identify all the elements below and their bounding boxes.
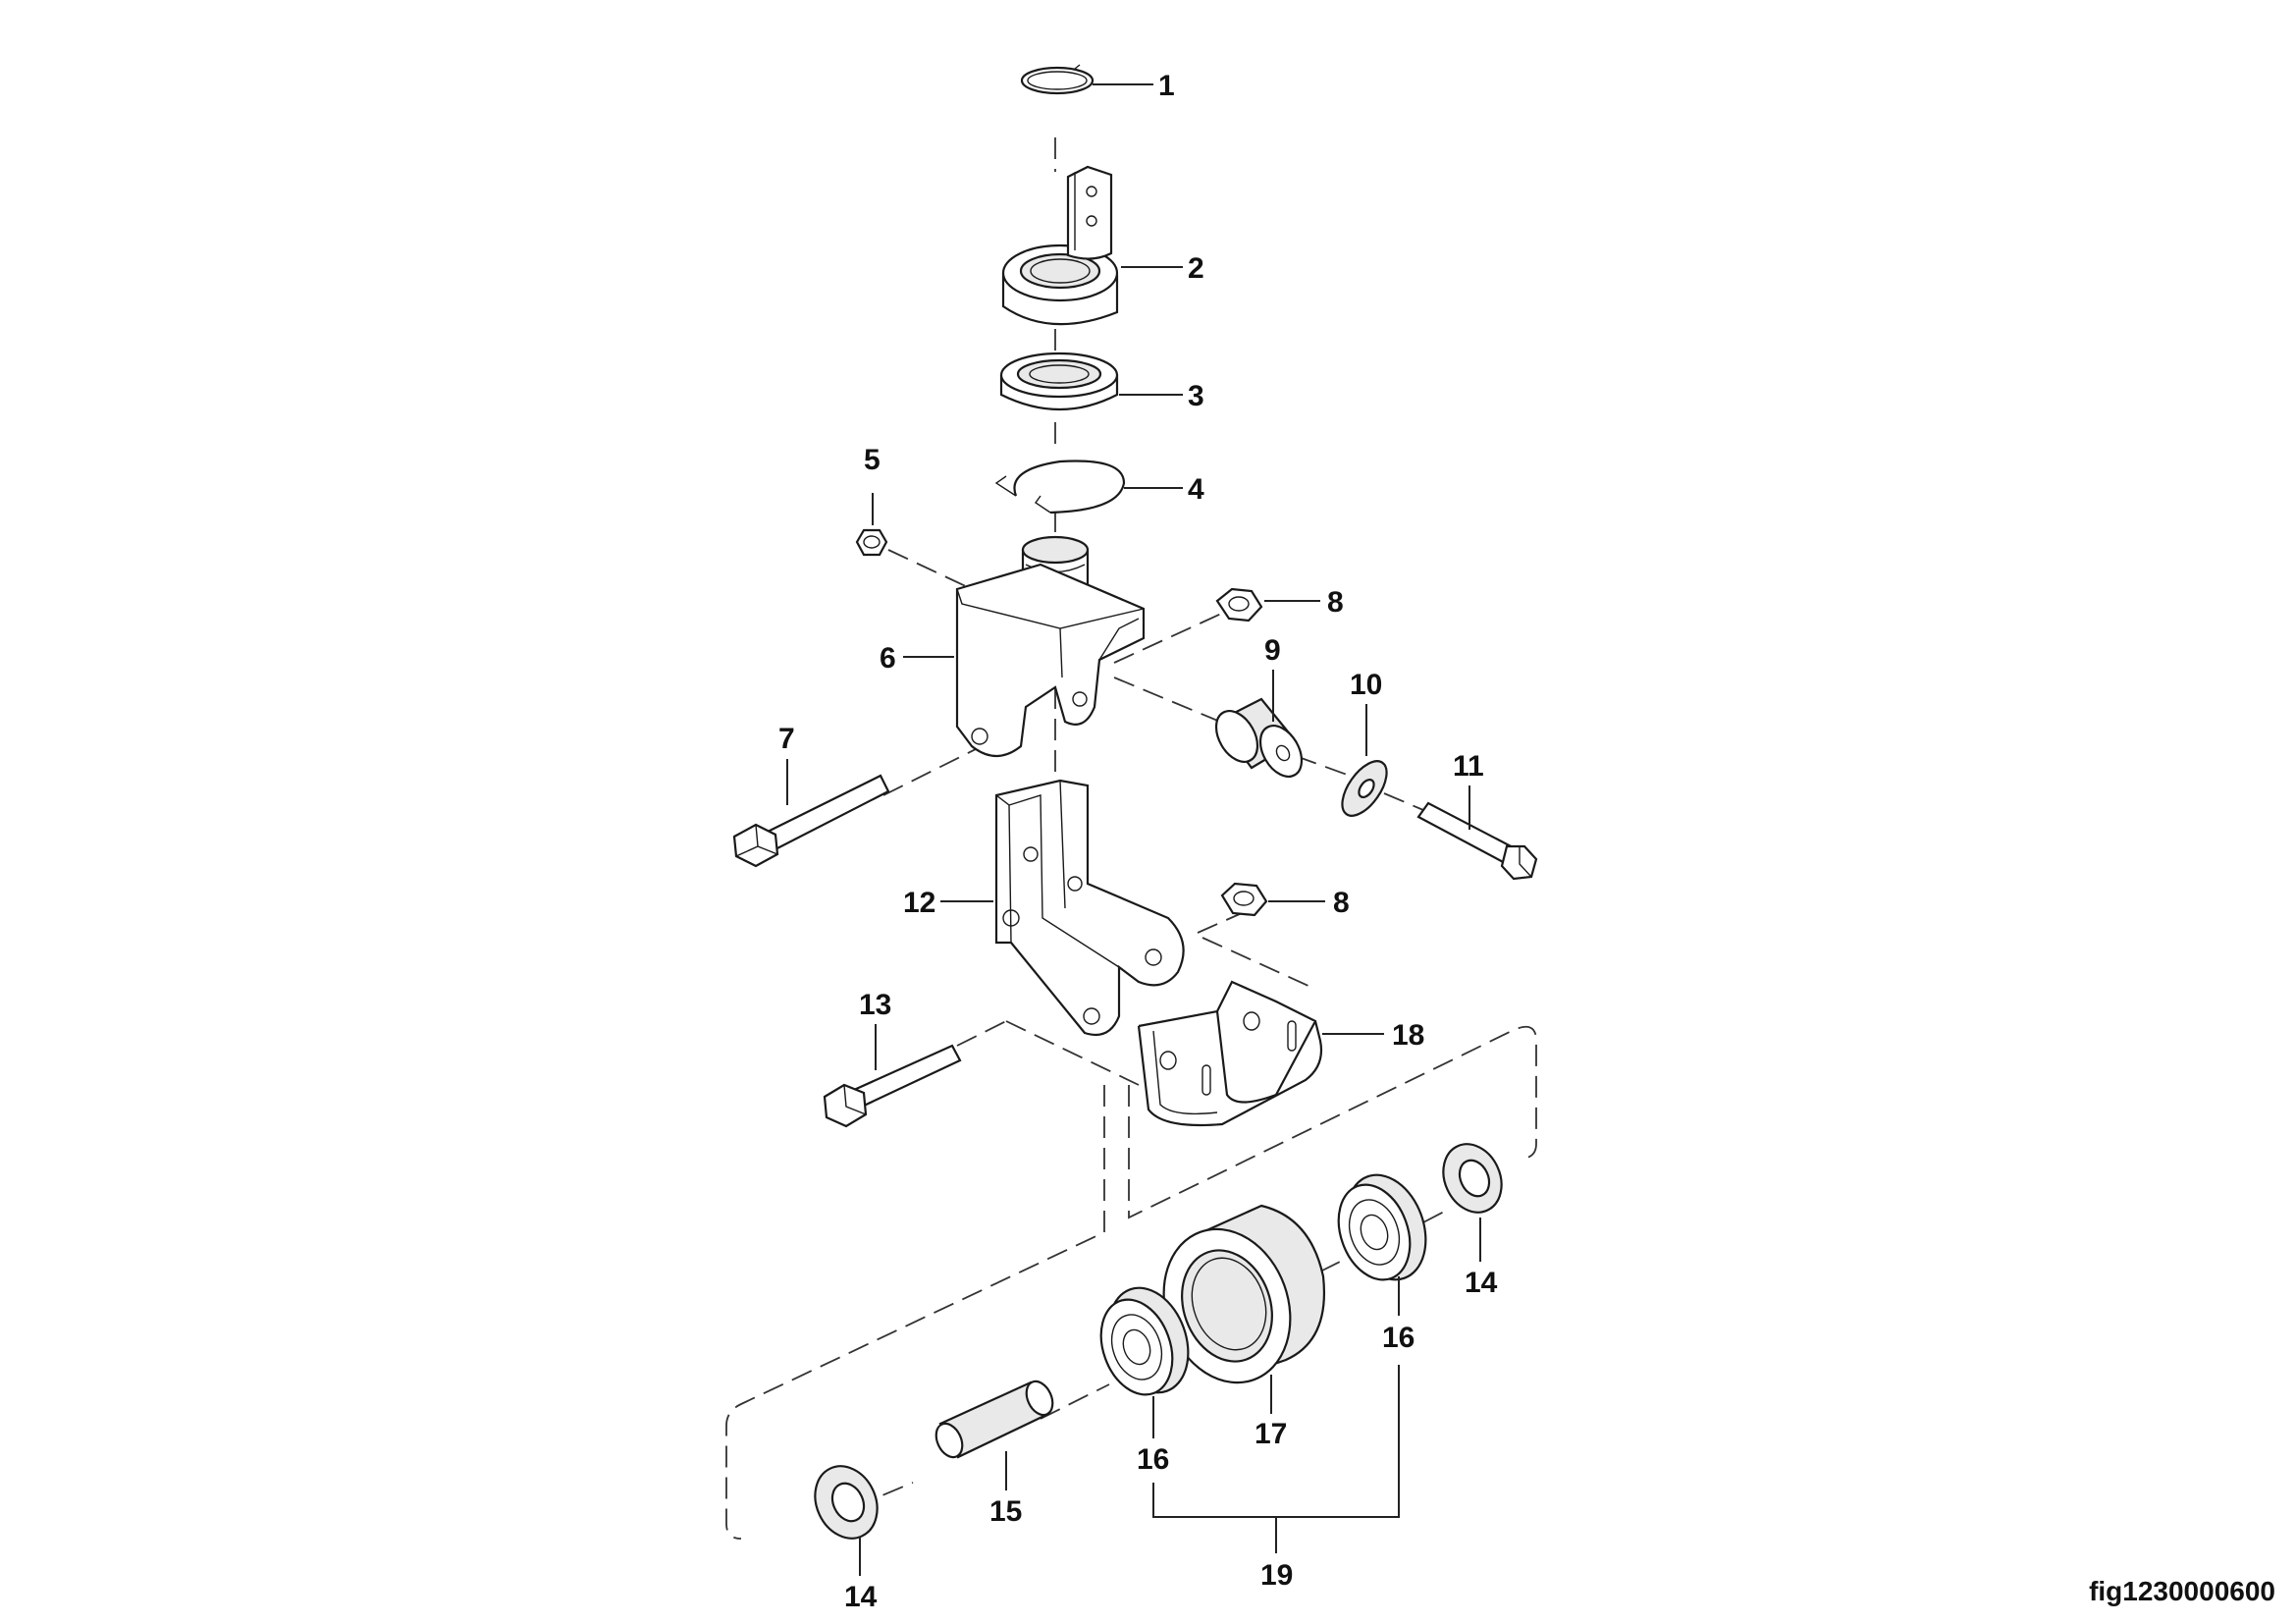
callout-11: 11	[1453, 750, 1484, 783]
callout-5: 5	[864, 444, 881, 476]
callout-7: 7	[778, 723, 795, 755]
part-11-bolt	[1416, 801, 1538, 881]
callout-3: 3	[1188, 380, 1204, 412]
part-10-washer	[1341, 760, 1388, 817]
part-2-bearing-housing	[1001, 165, 1119, 326]
part-15-axle-sleeve	[934, 1380, 1054, 1459]
callout-1: 1	[1158, 70, 1175, 102]
part-7-bolt	[732, 774, 890, 868]
callout-17: 17	[1255, 1418, 1287, 1450]
part-1-snap-ring	[1020, 64, 1095, 95]
figure-id: fig1230000600	[2089, 1576, 2275, 1606]
callout-8-upper: 8	[1327, 586, 1344, 619]
leader-lines	[786, 83, 1481, 1576]
part-17-roller	[1162, 1204, 1325, 1384]
callout-14-right: 14	[1465, 1267, 1498, 1299]
part-16-bearing-right	[1337, 1173, 1427, 1281]
part-3-bearing	[999, 352, 1119, 411]
callout-18: 18	[1392, 1019, 1424, 1052]
callout-15: 15	[989, 1495, 1022, 1528]
callout-labels: 1 2 3 4 5 6 7 8 9 10 11 12 8 18 13 14 16…	[778, 70, 1498, 1613]
part-14-washer-right	[1442, 1143, 1503, 1214]
part-18-u-bracket	[1137, 980, 1323, 1127]
callout-8-lower: 8	[1333, 887, 1350, 919]
part-9-spacer	[1214, 697, 1304, 778]
callout-13: 13	[859, 989, 891, 1021]
callout-6: 6	[880, 642, 896, 675]
part-4-circlip	[994, 460, 1126, 514]
callout-14-left: 14	[844, 1581, 878, 1613]
part-6-fork-bracket	[955, 535, 1146, 758]
part-8-nut-lower	[1220, 882, 1268, 917]
callout-10: 10	[1350, 669, 1382, 701]
part-13-bolt	[823, 1044, 962, 1128]
callout-12: 12	[903, 887, 935, 919]
callout-9: 9	[1264, 634, 1281, 667]
callout-16-left: 16	[1137, 1443, 1169, 1476]
part-8-nut-upper	[1215, 587, 1263, 623]
part-16-bearing-left	[1099, 1286, 1190, 1396]
part-14-washer-left	[814, 1465, 879, 1540]
callout-16-right: 16	[1382, 1322, 1415, 1354]
callout-2: 2	[1188, 252, 1204, 285]
part-12-l-bracket	[994, 779, 1185, 1037]
callout-19: 19	[1260, 1559, 1293, 1592]
part-5-nut	[855, 528, 888, 557]
callout-4: 4	[1188, 473, 1204, 506]
